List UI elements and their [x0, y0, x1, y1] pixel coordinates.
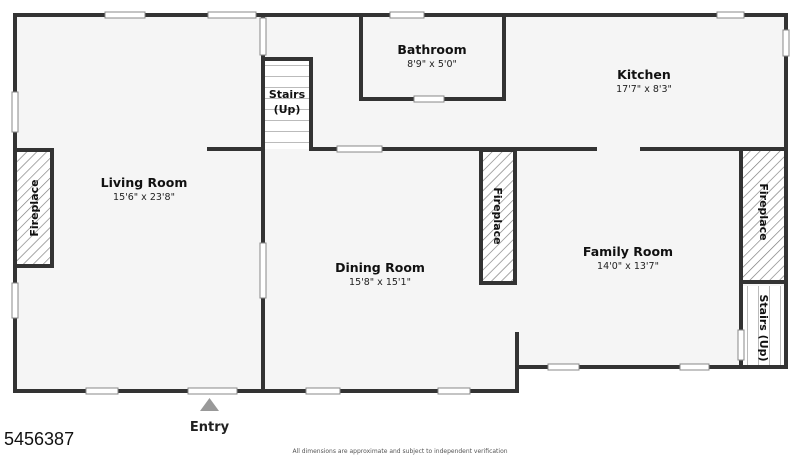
disclaimer: All dimensions are approximate and subje…: [292, 448, 508, 455]
dining-room-name: Dining Room: [335, 260, 425, 275]
floor-area: [15, 15, 786, 391]
walls: [13, 13, 788, 393]
fireplace-right-label: Fireplace: [757, 183, 770, 240]
entry-door: [187, 387, 238, 395]
fireplace-left-label: Fireplace: [28, 179, 41, 236]
fireplace-center-label: Fireplace: [491, 187, 504, 244]
entry-arrow-icon: [200, 398, 219, 411]
fireplace-center: [481, 150, 515, 283]
kitchen-dims: 17'7" x 8'3": [616, 84, 672, 95]
living-room-name: Living Room: [101, 175, 188, 190]
entry-label: Entry: [190, 420, 230, 435]
living-room-dims: 15'6" x 23'8": [113, 192, 175, 203]
fireplace-left: [16, 150, 52, 266]
listing-number: 5456387: [4, 429, 75, 449]
dining-room-dims: 15'8" x 15'1": [349, 277, 411, 288]
family-room-dims: 14'0" x 13'7": [597, 261, 659, 272]
windows: [11, 11, 790, 395]
stairs-label-line1: Stairs: [269, 88, 306, 101]
stairs-right-label: Stairs (Up): [757, 294, 770, 361]
stairs-lower: [741, 286, 785, 366]
kitchen-name: Kitchen: [617, 67, 671, 82]
fireplace-right: [741, 150, 785, 282]
stairs-label-line2: (Up): [274, 103, 301, 116]
family-room-name: Family Room: [583, 244, 673, 259]
bathroom-name: Bathroom: [397, 42, 466, 57]
bathroom-dims: 8'9" x 5'0": [407, 59, 457, 70]
stairs-upper: [265, 60, 311, 149]
